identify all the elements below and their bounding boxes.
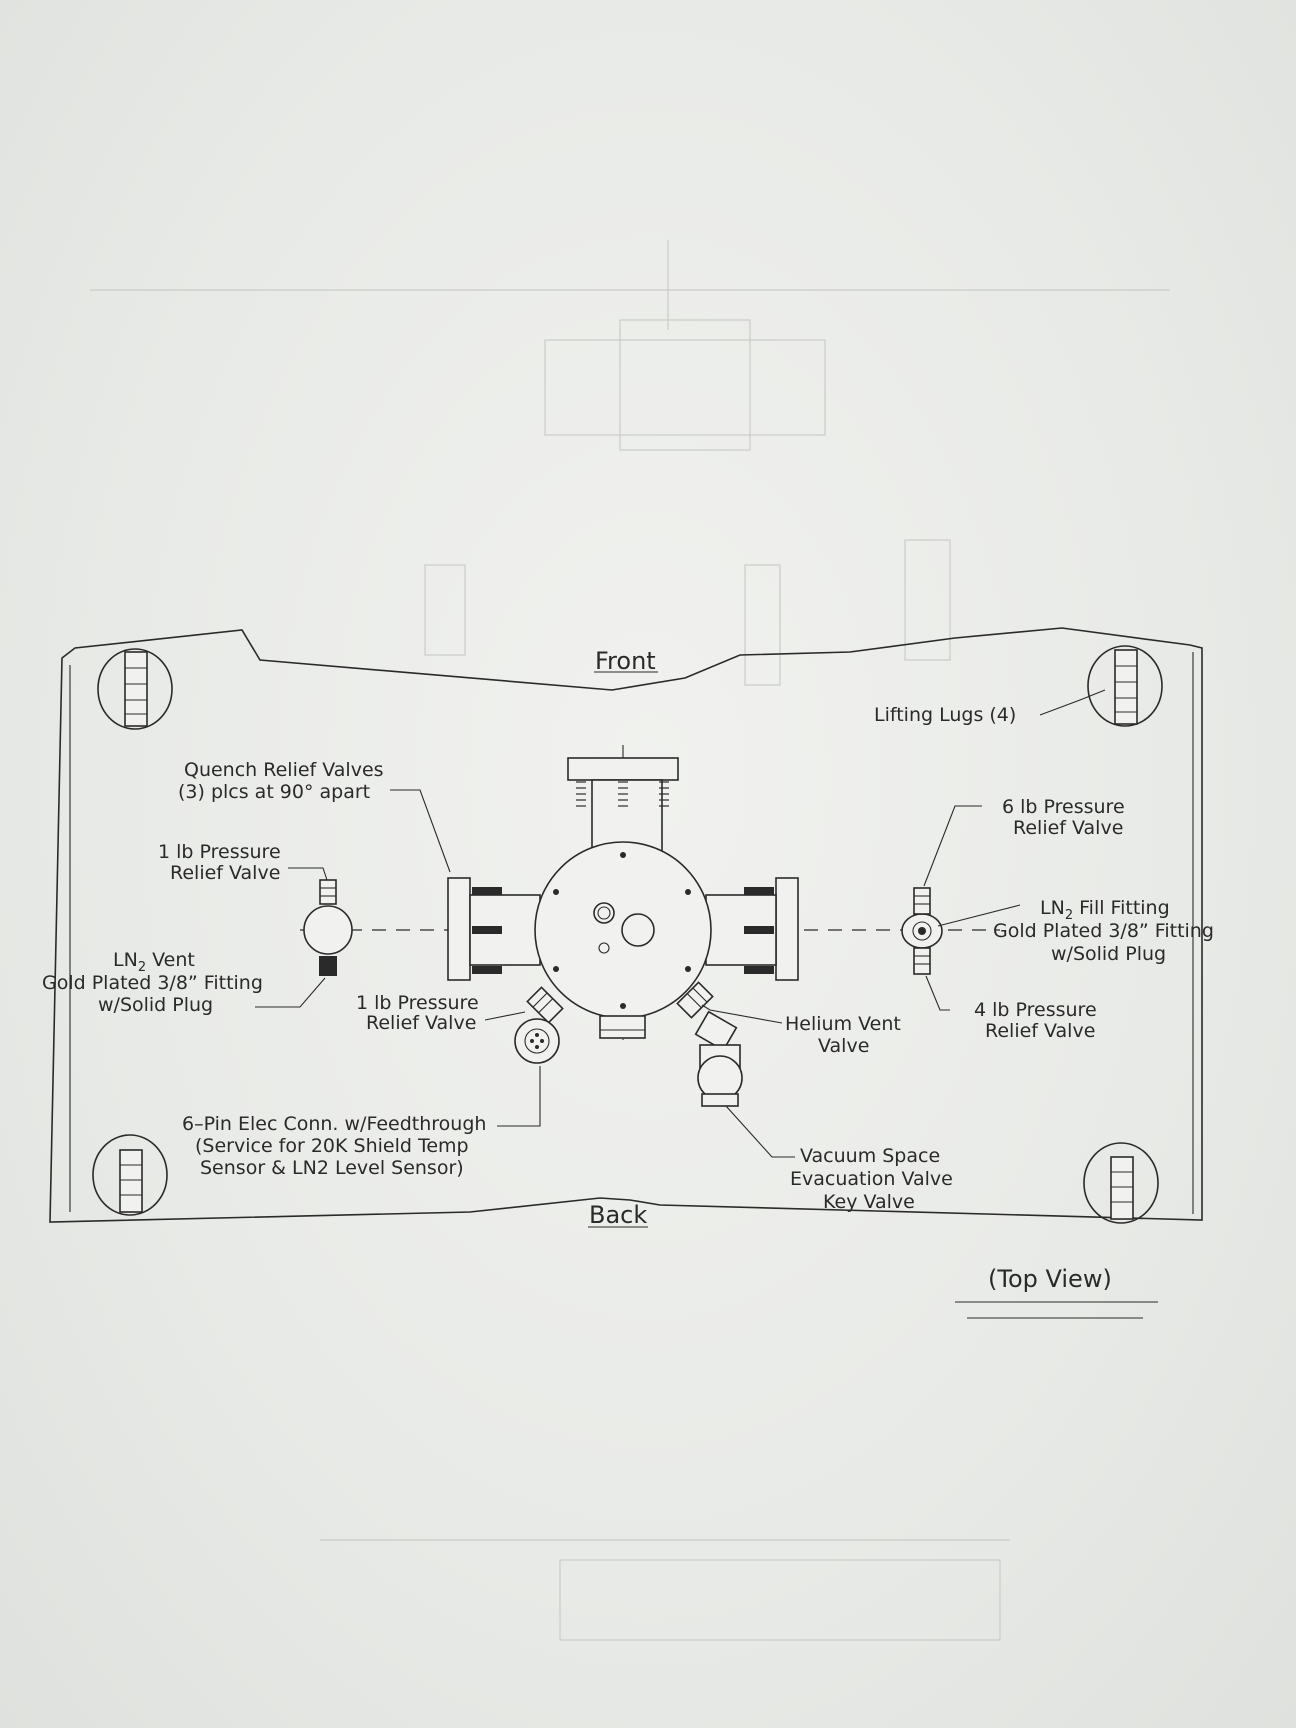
relief-6lb-label-2: Relief Valve xyxy=(1013,817,1123,839)
quench-relief-valve-left xyxy=(447,877,541,981)
view-title: (Top View) xyxy=(988,1265,1112,1293)
lifting-lug-top-left xyxy=(97,648,173,730)
ln2-vent-assembly xyxy=(303,879,353,976)
relief-1lb-left-label-2: Relief Valve xyxy=(170,862,280,884)
lifting-lug-bottom-left xyxy=(92,1134,168,1216)
relief-1lb-center-label-2: Relief Valve xyxy=(366,1012,476,1034)
elec-connector xyxy=(514,1018,560,1064)
ln2-vent-label-2: Gold Plated 3/8” Fitting xyxy=(42,972,263,994)
center-relief-valve xyxy=(526,986,564,1024)
ln2-vent-label-3: w/Solid Plug xyxy=(98,994,213,1016)
quench-relief-valve-right xyxy=(705,877,799,981)
relief-6lb-label-1: 6 lb Pressure xyxy=(1002,796,1125,818)
relief-1lb-center-label-1: 1 lb Pressure xyxy=(356,992,479,1014)
ln2-vent-label-1: LN2 Vent xyxy=(113,949,195,975)
ln2-fill-label-2: Gold Plated 3/8” Fitting xyxy=(993,920,1214,942)
bleed-through-ghost xyxy=(90,240,1170,1641)
relief-4lb-label-2: Relief Valve xyxy=(985,1020,1095,1042)
elec-conn-label-2: (Service for 20K Shield Temp xyxy=(195,1135,469,1157)
helium-vent-label-2: Valve xyxy=(818,1035,869,1057)
quench-relief-label-1: Quench Relief Valves xyxy=(184,759,384,781)
helium-vent-label-1: Helium Vent xyxy=(785,1013,901,1035)
lifting-lug-bottom-right xyxy=(1083,1142,1159,1224)
relief-1lb-left-label-1: 1 lb Pressure xyxy=(158,841,281,863)
vacuum-valve-label-1: Vacuum Space xyxy=(800,1145,940,1167)
front-label: Front xyxy=(595,647,656,675)
vacuum-key-valve xyxy=(697,1044,743,1107)
lifting-lug-top-right xyxy=(1087,645,1163,727)
leader-lines xyxy=(255,689,1106,1158)
elec-conn-label-3: Sensor & LN2 Level Sensor) xyxy=(200,1157,464,1179)
lifting-lugs-label: Lifting Lugs (4) xyxy=(874,704,1016,726)
vacuum-valve-label-3: Key Valve xyxy=(823,1191,915,1213)
base-plate-outline xyxy=(49,627,1203,1223)
ln2-fill-label-1: LN2 Fill Fitting xyxy=(1040,897,1170,923)
back-label: Back xyxy=(589,1201,647,1229)
elec-conn-label-1: 6–Pin Elec Conn. w/Feedthrough xyxy=(182,1113,486,1135)
quench-relief-label-2: (3) plcs at 90° apart xyxy=(178,781,370,803)
vacuum-valve-label-2: Evacuation Valve xyxy=(790,1168,953,1190)
helium-vent-valve xyxy=(676,981,738,1052)
relief-4lb-label-1: 4 lb Pressure xyxy=(974,999,1097,1021)
central-vessel-flange xyxy=(534,841,712,1039)
ln2-fill-fitting xyxy=(901,887,943,975)
ln2-fill-label-3: w/Solid Plug xyxy=(1051,943,1166,965)
